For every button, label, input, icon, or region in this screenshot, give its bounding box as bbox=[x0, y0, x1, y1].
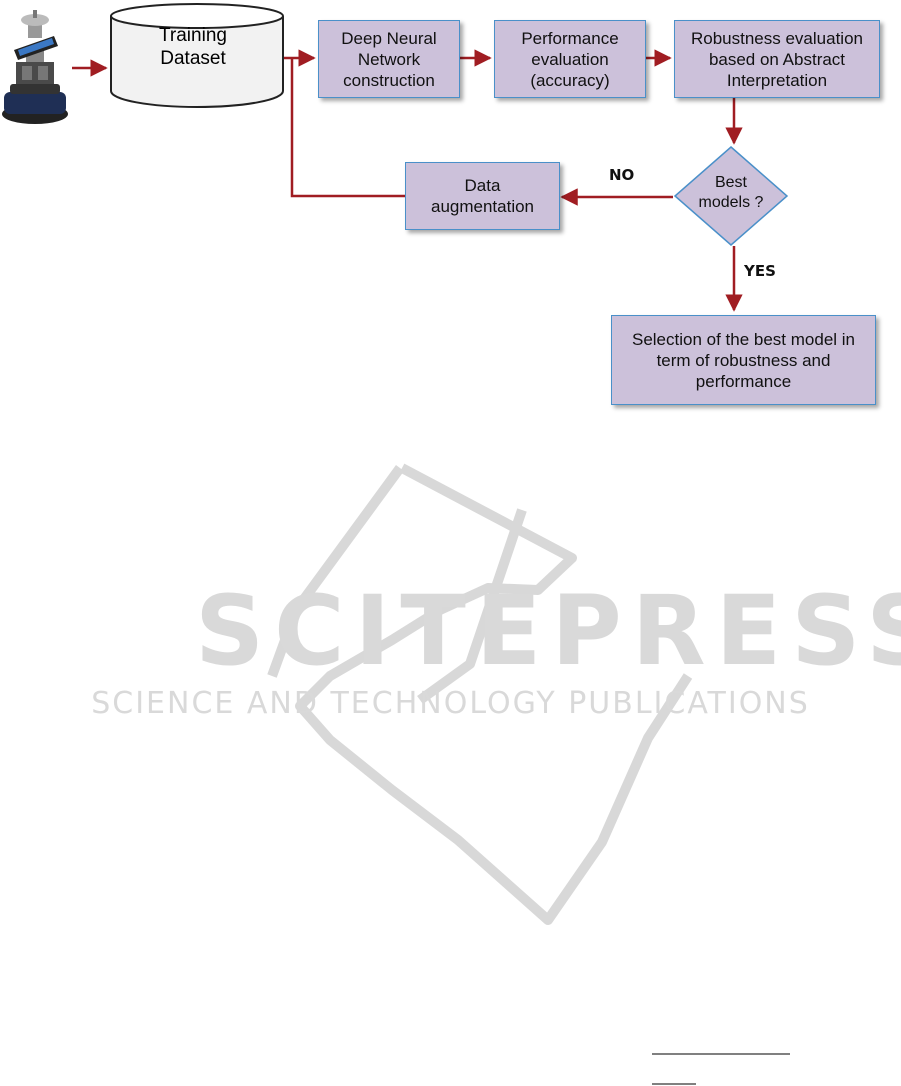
dnn-construction-box: Deep Neural Network construction bbox=[318, 20, 460, 98]
decision-label: Best models ? bbox=[681, 173, 781, 213]
edge-label-yes: YES bbox=[744, 262, 776, 280]
watermark-title: SCITEPRESS bbox=[195, 575, 895, 687]
robustness-evaluation-box: Robustness evaluation based on Abstract … bbox=[674, 20, 880, 98]
training-dataset-label: Training Dataset bbox=[118, 24, 268, 70]
robot-icon bbox=[2, 10, 68, 124]
edge-label-no: NO bbox=[609, 166, 634, 184]
data-augmentation-box: Data augmentation bbox=[405, 162, 560, 230]
best-model-selection-box: Selection of the best model in term of r… bbox=[611, 315, 876, 405]
watermark-subtitle: SCIENCE AND TECHNOLOGY PUBLICATIONS bbox=[0, 686, 901, 721]
performance-evaluation-box: Performance evaluation (accuracy) bbox=[494, 20, 646, 98]
